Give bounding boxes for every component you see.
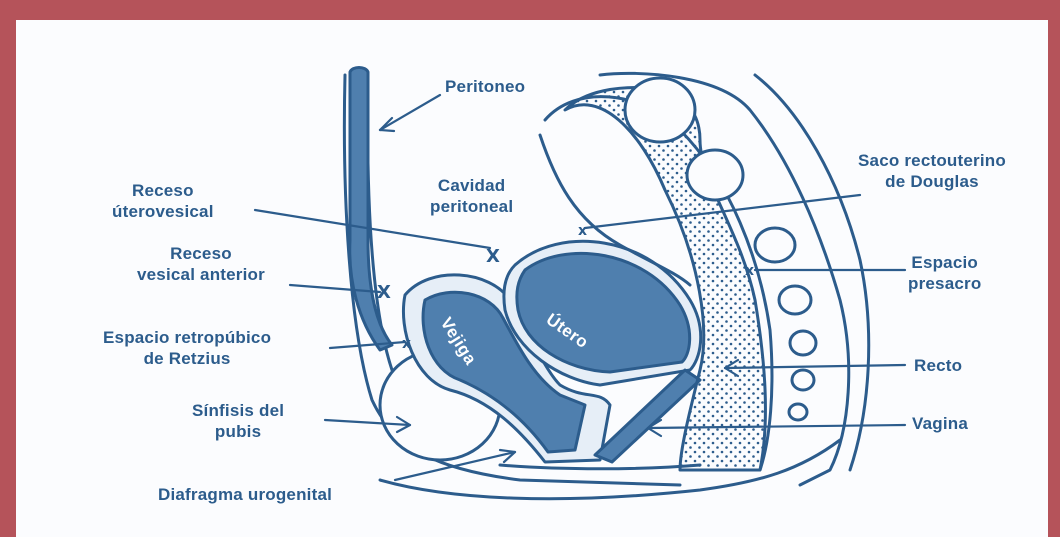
vertebra-4: [779, 286, 811, 314]
vertebra-5: [790, 331, 816, 355]
arrow-peritoneo: [380, 118, 394, 131]
label-cavidad-peritoneal: Cavidad peritoneal: [430, 175, 513, 217]
label-peritoneo: Peritoneo: [445, 76, 525, 97]
marker-uterovesical: X: [486, 246, 500, 267]
vertebra-1: [625, 78, 695, 142]
marker-douglas: x: [578, 223, 587, 239]
label-saco-rectouterino: Saco rectouterino de Douglas: [858, 150, 1006, 192]
label-espacio-retropubico: Espacio retropúbico de Retzius: [103, 327, 271, 369]
leader-peritoneo: [380, 95, 440, 130]
label-receso-vesical-anterior: Receso vesical anterior: [137, 243, 265, 285]
pelvic-floor: [500, 465, 700, 469]
marker-retzius: x: [402, 336, 411, 352]
label-receso-uterovesical: Receso úterovesical: [112, 180, 214, 222]
leader-retzius: [330, 342, 405, 348]
marker-vesical-anterior: X: [377, 282, 391, 303]
label-diafragma-urogenital: Diafragma urogenital: [158, 484, 332, 505]
marker-presacro: x: [745, 263, 754, 279]
label-sinfisis-pubis: Sínfisis del pubis: [192, 400, 284, 442]
vertebra-6: [792, 370, 814, 390]
label-espacio-presacro: Espacio presacro: [908, 252, 981, 294]
vertebra-3: [755, 228, 795, 262]
label-recto: Recto: [914, 355, 962, 376]
label-vagina: Vagina: [912, 413, 968, 434]
vertebra-7: [789, 404, 807, 420]
vertebra-2: [687, 150, 743, 200]
